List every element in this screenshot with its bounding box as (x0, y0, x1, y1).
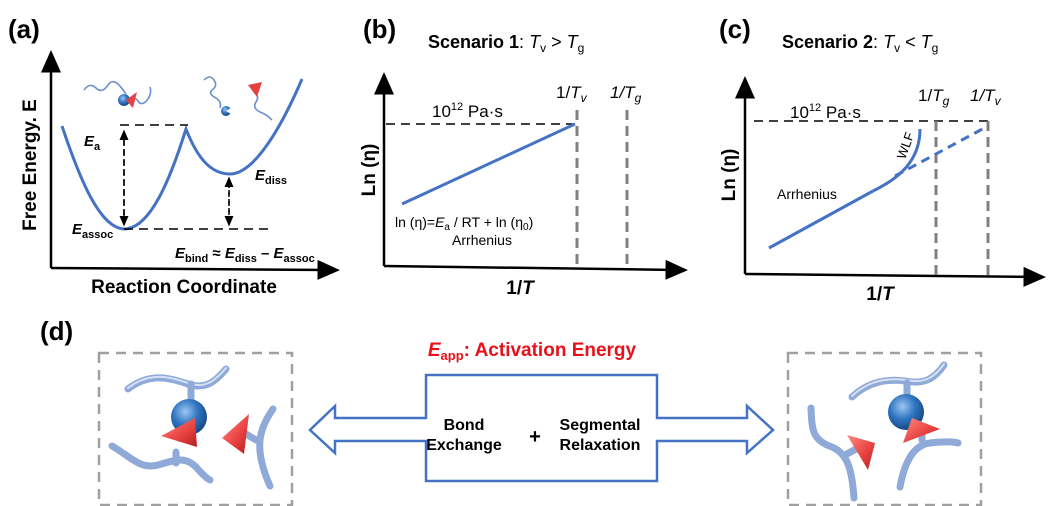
ligand-icon (161, 418, 197, 447)
bond-label: Bond (444, 417, 485, 434)
panel-b: (b) Scenario 1: Tv > Tg Ln (η) 1/T 1012 … (359, 14, 688, 299)
ligand-icon (222, 414, 249, 454)
x-axis (744, 266, 1046, 287)
x-axis (383, 259, 688, 280)
viscosity-label: 1012 Pa·s (790, 102, 861, 122)
exchange-label: Exchange (426, 437, 502, 454)
viscosity-label: 1012 Pa·s (432, 101, 503, 121)
x-axis-title: Reaction Coordinate (91, 277, 277, 298)
tg-label: 1/Tg (610, 83, 642, 105)
arrhenius-label: Arrhenius (452, 232, 512, 248)
arrhenius-extrapolation (894, 124, 989, 178)
right-network-frame (786, 351, 983, 506)
panel-c: (c) Scenario 2: Tv < Tg Ln (η) 1/T 1012 … (719, 14, 1046, 305)
left-network-frame (97, 351, 294, 506)
associated-molecule-icon (83, 80, 152, 108)
y-axis-title: Ln (η) (359, 144, 380, 197)
panel-a: (a) Free Energy. E Reaction Coordinate E… (8, 14, 340, 298)
ea-label: Ea (84, 133, 101, 153)
ebind-equation: Ebind ≈ Ediss – Eassoc (175, 245, 315, 265)
energy-curve (60, 78, 304, 231)
tg-label: 1/Tg (918, 86, 950, 108)
panel-b-label: (b) (363, 14, 396, 44)
tv-label: 1/Tv (970, 86, 1002, 108)
ligand-icon (903, 418, 940, 443)
arrhenius-equation: ln (η)=Ea / RT + ln (η0) (395, 214, 533, 233)
tv-label: 1/Tv (556, 83, 588, 105)
relaxation-label: Relaxation (560, 437, 641, 454)
y-axis-title: Free Energy. E (20, 99, 41, 231)
x-axis-title: 1/T (866, 284, 895, 305)
arrhenius-line (768, 189, 874, 250)
panel-a-label: (a) (8, 14, 40, 44)
panel-d-label: (d) (40, 316, 73, 346)
panel-b-title: Scenario 1: Tv > Tg (428, 32, 584, 55)
arrhenius-label: Arrhenius (777, 186, 837, 202)
x-axis (50, 259, 340, 280)
dissociated-molecule-icon (203, 76, 273, 121)
panel-c-label: (c) (719, 14, 751, 44)
right-network-illustration (807, 361, 962, 502)
ligand-icon (847, 435, 875, 470)
arrhenius-line (401, 122, 576, 206)
wlf-curve (872, 128, 922, 193)
segmental-label: Segmental (560, 417, 641, 434)
plus-sign: + (529, 426, 541, 448)
eassoc-label: Eassoc (72, 221, 113, 241)
panel-c-title: Scenario 2: Tv < Tg (782, 32, 938, 55)
y-axis-title: Ln (η) (719, 149, 740, 202)
ediss-label: Ediss (255, 167, 287, 187)
panel-d: (d) Eapp: Activation Energy Bond Exchang… (40, 316, 983, 506)
x-axis-title: 1/T (506, 278, 535, 299)
left-network-illustration (108, 365, 277, 490)
activation-energy-heading: Eapp: Activation Energy (428, 340, 637, 363)
double-arrow-box (308, 373, 775, 483)
